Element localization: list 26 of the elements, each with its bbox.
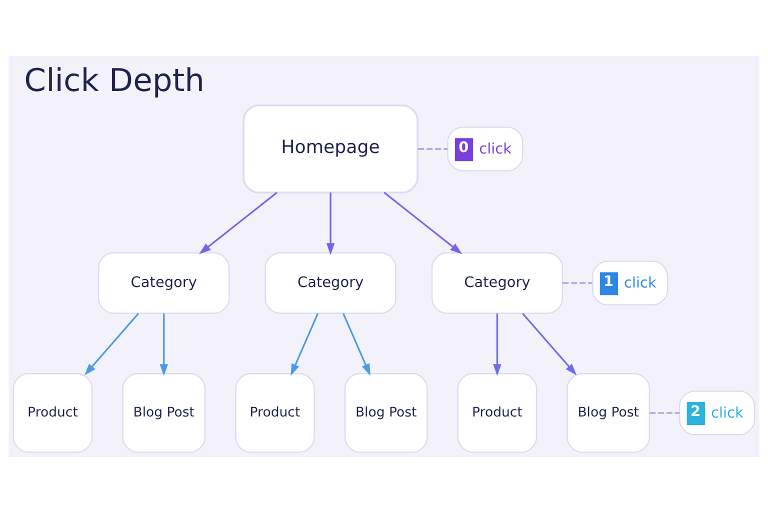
node-box: Product bbox=[235, 372, 315, 452]
connector bbox=[650, 412, 680, 414]
connector bbox=[562, 282, 592, 284]
arrow bbox=[522, 312, 577, 375]
node-box: Product bbox=[457, 372, 538, 452]
node-box: 2 click bbox=[679, 390, 756, 435]
node-box: Homepage bbox=[242, 104, 418, 193]
diagram-title: Click Depth bbox=[24, 62, 205, 98]
arrow bbox=[493, 313, 502, 376]
arrow bbox=[290, 312, 319, 376]
node-box: 1 click bbox=[592, 260, 668, 305]
connector bbox=[418, 148, 448, 150]
arrow bbox=[160, 313, 168, 376]
node-box: Category bbox=[98, 252, 230, 314]
node-box: Category bbox=[264, 252, 396, 314]
arrow bbox=[84, 312, 140, 375]
node-box: Category bbox=[431, 252, 564, 314]
node-box: Product bbox=[12, 372, 93, 452]
node-box: Blog Post bbox=[344, 372, 428, 452]
node-box: 0 click bbox=[447, 126, 524, 171]
node-box: Blog Post bbox=[122, 372, 206, 452]
arrow bbox=[342, 312, 370, 376]
arrow bbox=[199, 191, 278, 254]
node-box: Blog Post bbox=[566, 372, 650, 452]
arrow bbox=[384, 191, 462, 254]
arrow bbox=[326, 192, 335, 255]
